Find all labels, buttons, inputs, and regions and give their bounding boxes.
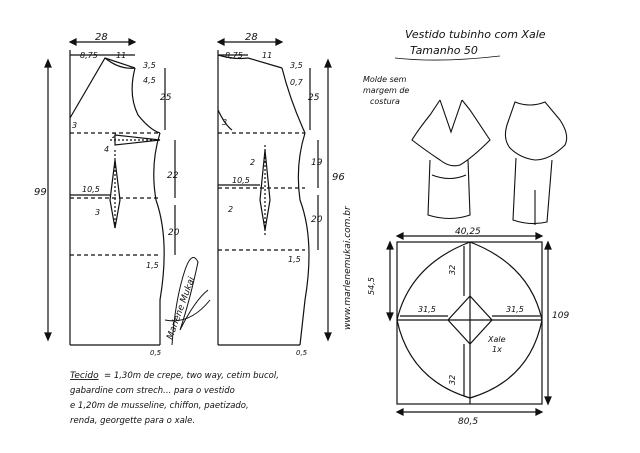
back-dress-pattern xyxy=(216,38,332,346)
back-hem-in-label: 0,5 xyxy=(296,349,308,357)
title-underline xyxy=(394,55,501,61)
fabric-line-2: gabardine com strech... para o vestido xyxy=(70,386,235,396)
fabric-line-3: e 1,20m de musseline, chiffon, paetizado… xyxy=(70,401,249,411)
back-width-label: 28 xyxy=(245,32,258,43)
back-length-label: 96 xyxy=(332,172,345,183)
front-dart-small-label: 2 xyxy=(112,132,117,140)
fabric-line-4: renda, georgette para o xale. xyxy=(70,416,195,426)
front-shoulder-label: 11 xyxy=(116,51,126,60)
front-dart-top-label: 4 xyxy=(104,145,109,154)
front-dress-pattern xyxy=(44,38,176,346)
front-side-gap-label: 3 xyxy=(72,121,77,130)
shawl-bottom-width-label: 80,5 xyxy=(458,417,478,427)
front-hem-in-label: 0,5 xyxy=(150,349,162,357)
front-length-label: 99 xyxy=(34,187,47,198)
back-shoulder-drop-label: 3,5 xyxy=(290,61,303,70)
shawl-half-width-right-label: 31,5 xyxy=(506,305,524,314)
back-garment-sketch xyxy=(504,101,568,225)
shawl-top-width-label: 40,25 xyxy=(455,227,481,237)
pattern-note-line1: Molde sem xyxy=(363,75,407,84)
front-waist-width-label: 10,5 xyxy=(82,185,100,194)
fabric-label: Tecido xyxy=(70,371,99,381)
pattern-note-line2: margem de xyxy=(363,86,409,95)
front-neck-label: 8,75 xyxy=(80,51,98,60)
back-bust-height-label: 25 xyxy=(308,93,320,103)
front-garment-sketch xyxy=(411,99,491,220)
shawl-total-height-label: 109 xyxy=(552,311,569,321)
back-armhole-label: 0,7 xyxy=(290,78,304,87)
front-waist-height-label: 22 xyxy=(167,171,179,181)
shawl-cut-label: 1x xyxy=(492,345,502,354)
fabric-line-1: = 1,30m de crepe, two way, cetim bucol, xyxy=(104,371,279,381)
shawl-center-top-label: 32 xyxy=(448,265,457,275)
back-side-gap-label: 3 xyxy=(222,118,227,127)
front-shoulder-drop-label: 3,5 xyxy=(143,61,156,70)
front-dart-bottom-label: 3 xyxy=(95,208,100,217)
front-hip-height-label: 20 xyxy=(168,228,180,238)
shawl-half-width-left-label: 31,5 xyxy=(418,305,436,314)
shawl-pattern xyxy=(386,232,552,416)
back-shoulder-label: 11 xyxy=(262,51,272,60)
designer-signature xyxy=(164,257,211,346)
pattern-note-line3: costura xyxy=(370,97,400,106)
front-hem-out-label: 1,5 xyxy=(146,261,159,270)
shawl-name-label: Xale xyxy=(487,335,506,344)
front-armhole-label: 4,5 xyxy=(143,76,156,85)
pattern-size: Tamanho 50 xyxy=(410,44,478,57)
shawl-center-bottom-label: 32 xyxy=(448,375,457,385)
back-hem-out-label: 1,5 xyxy=(288,255,301,264)
back-neck-label: 8,75 xyxy=(225,51,243,60)
pattern-title: Vestido tubinho com Xale xyxy=(405,28,546,41)
front-bust-height-label: 25 xyxy=(160,93,172,103)
shawl-half-height-label: 54,5 xyxy=(367,277,376,295)
back-waist-height-label: 19 xyxy=(311,158,323,168)
website-url: www.marlenemukai.com.br xyxy=(343,205,353,330)
back-dart-bottom-label: 2 xyxy=(228,205,233,214)
back-dart-top-label: 2 xyxy=(250,158,255,167)
back-waist-width-label: 10,5 xyxy=(232,176,250,185)
back-hip-height-label: 20 xyxy=(311,215,323,225)
front-width-label: 28 xyxy=(95,32,108,43)
